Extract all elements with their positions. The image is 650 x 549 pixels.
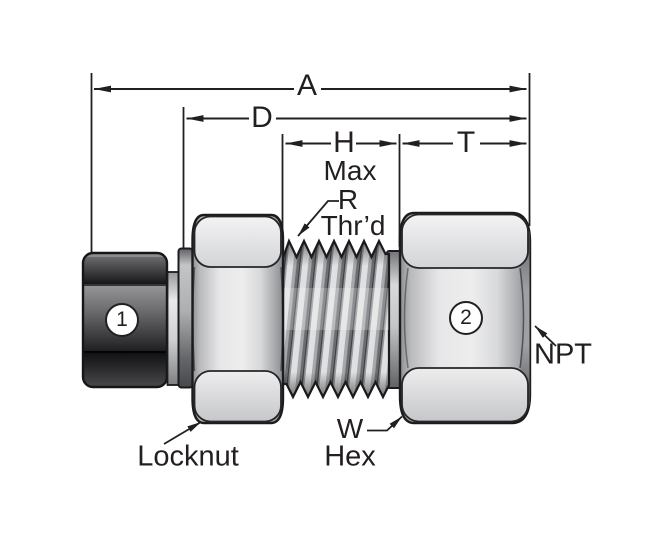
hex-nut xyxy=(398,211,532,425)
callout-balloon-2: 2 xyxy=(449,301,483,335)
dimension-d-label: D xyxy=(251,101,273,134)
locknut-hex xyxy=(191,213,285,425)
wrench-hex-label: Hex xyxy=(324,440,376,473)
callout-balloon-1: 1 xyxy=(105,302,139,337)
npt-leader-arrow xyxy=(534,325,557,347)
extension-lines xyxy=(90,73,531,253)
dimension-h-label: H xyxy=(333,126,355,159)
thread-symbol-label: R xyxy=(337,184,359,215)
collar xyxy=(177,247,194,389)
locknut-label: Locknut xyxy=(137,440,239,473)
wrench-symbol-label: W xyxy=(336,413,364,444)
h-max-qualifier: Max xyxy=(323,155,377,186)
dimension-t-label: T xyxy=(456,126,476,159)
leader-lines xyxy=(163,200,557,445)
washer xyxy=(166,271,180,386)
dimension-lines xyxy=(94,85,527,147)
male-thread xyxy=(281,238,391,400)
dimension-a-label: A xyxy=(296,69,318,102)
locknut-leader-arrow xyxy=(163,421,202,445)
hex-leader-arrow xyxy=(367,415,403,432)
thread-text-label: Thr’d xyxy=(320,210,386,241)
npt-label: NPT xyxy=(534,338,592,371)
thread-leader-arrow xyxy=(297,200,339,237)
